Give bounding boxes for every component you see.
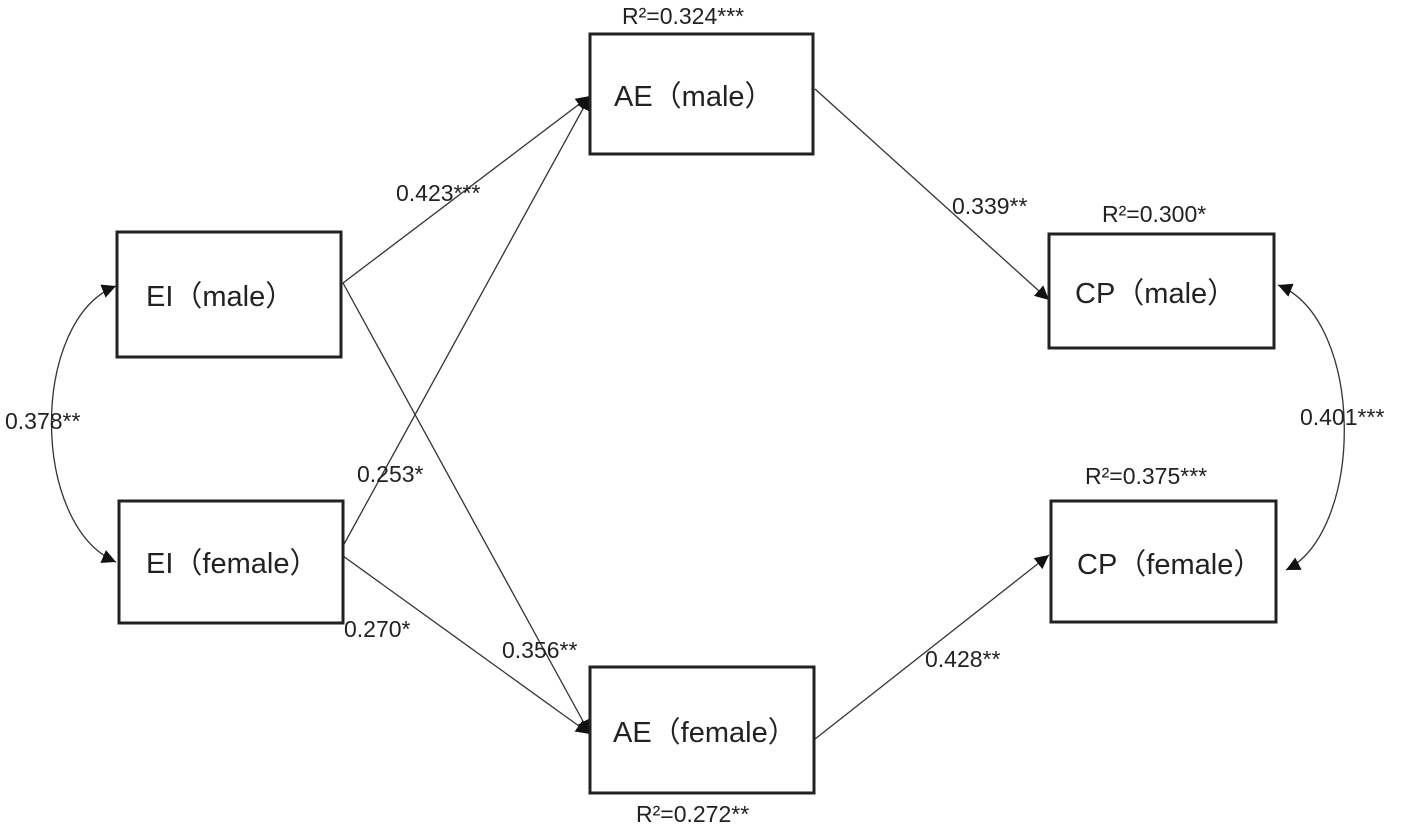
path-ae-female-to-cp-female: [814, 554, 1050, 740]
path-ei-male-to-ae-female: [342, 282, 591, 735]
path-ae-male-to-cp-male: [814, 88, 1050, 301]
node-cp-female-label: CP（female）: [1077, 549, 1262, 581]
node-ae-male-label: AE（male）: [614, 81, 774, 113]
covariance-ei-curve: [50, 284, 117, 563]
node-ae-female: AE（female）: [588, 665, 816, 795]
node-ae-male: AE（male）: [588, 32, 815, 156]
coef-ei-female-ae-male: 0.253*: [357, 461, 424, 487]
covariance-cp-curve: [1277, 283, 1345, 571]
node-cp-male-label: CP（male）: [1075, 278, 1236, 310]
path-ei-female-to-ae-female: [342, 555, 591, 735]
node-ae-female-label: AE（female）: [613, 717, 797, 749]
cov-cp-label: 0.401***: [1300, 404, 1384, 430]
r2-cp-female: R²=0.375***: [1085, 463, 1207, 489]
node-ei-female: EI（female）: [117, 499, 345, 625]
coef-ei-female-ae-female: 0.270*: [344, 616, 411, 642]
node-ei-male-label: EI（male）: [146, 281, 294, 313]
node-cp-female: CP（female）: [1049, 499, 1278, 624]
coef-ae-female-cp-female: 0.428**: [925, 646, 1001, 672]
path-ei-male-to-ae-male: [342, 95, 591, 284]
path-ei-female-to-ae-male: [342, 95, 591, 547]
r2-ae-female: R²=0.272**: [636, 801, 749, 827]
node-cp-male: CP（male）: [1047, 232, 1276, 350]
r2-ae-male: R²=0.324***: [622, 3, 744, 29]
coef-ei-male-ae-female: 0.356**: [502, 637, 578, 663]
cov-ei-label: 0.378**: [5, 408, 81, 434]
node-ei-female-label: EI（female）: [146, 548, 318, 580]
coef-ae-male-cp-male: 0.339**: [952, 193, 1028, 219]
r2-cp-male: R²=0.300*: [1102, 201, 1206, 227]
coef-ei-male-ae-male: 0.423***: [396, 180, 480, 206]
node-ei-male: EI（male）: [115, 230, 343, 359]
